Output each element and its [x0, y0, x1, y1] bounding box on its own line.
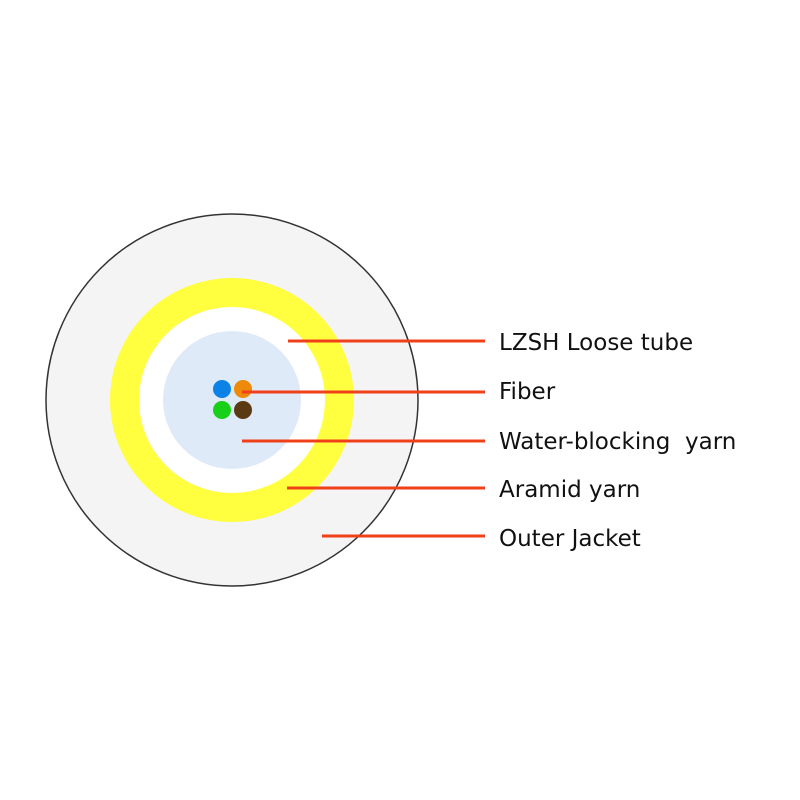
label-outer-jacket: Outer Jacket — [499, 526, 641, 552]
loose-tube — [163, 331, 301, 469]
fiber-green — [213, 401, 231, 419]
fiber-orange — [234, 380, 252, 398]
fiber-blue — [213, 380, 231, 398]
label-loose-tube: LZSH Loose tube — [499, 330, 693, 356]
label-fiber: Fiber — [499, 379, 556, 405]
label-aramid-yarn: Aramid yarn — [499, 477, 640, 503]
label-water-blocking-yarn: Water-blocking yarn — [499, 429, 736, 455]
fiber-brown — [234, 401, 252, 419]
outer-jacket-outline — [45, 213, 419, 587]
